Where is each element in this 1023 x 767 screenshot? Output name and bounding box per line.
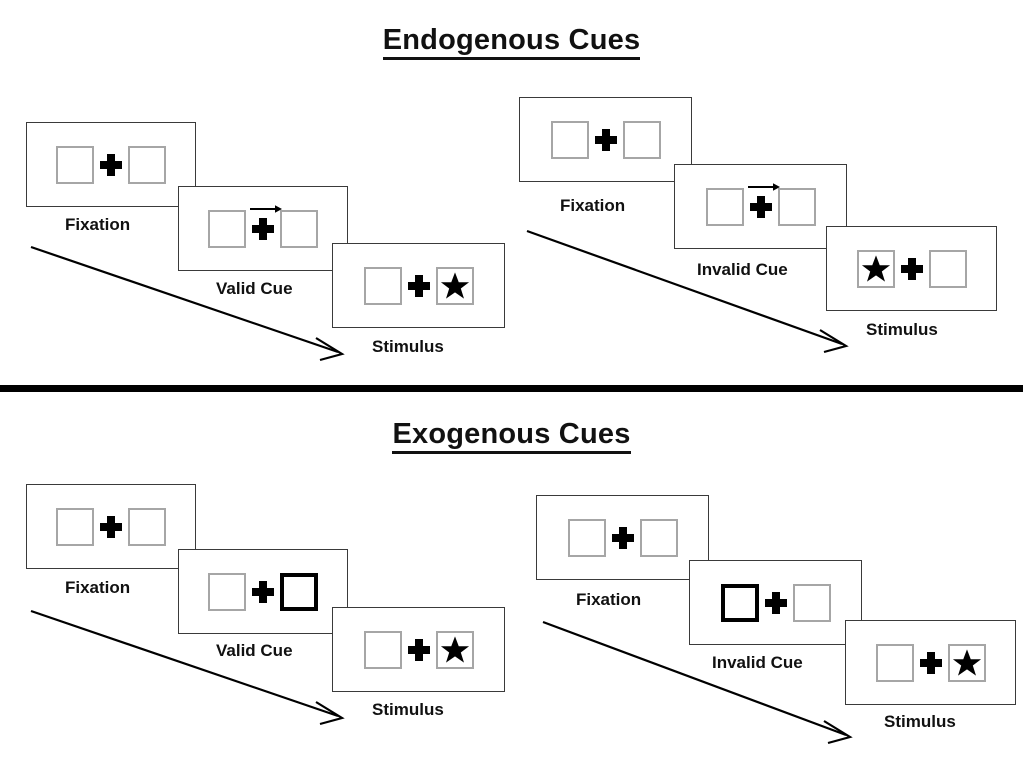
left-box[interactable] bbox=[56, 507, 94, 546]
fixation-cross-icon bbox=[100, 153, 122, 176]
left-box[interactable] bbox=[550, 120, 589, 159]
fixation-cross-wrap bbox=[606, 515, 640, 561]
fixation-cross-wrap bbox=[589, 117, 623, 163]
caption-endogenous-invalid-stimulus: Stimulus bbox=[866, 320, 938, 339]
section-title-endogenous: Endogenous Cues bbox=[0, 24, 1023, 60]
cue-arrow-right-icon bbox=[250, 204, 282, 213]
fixation-cross-icon bbox=[100, 515, 122, 538]
star-icon bbox=[952, 648, 981, 676]
fixation-cross-wrap bbox=[402, 627, 436, 673]
fixation-cross-icon bbox=[252, 217, 274, 240]
right-box[interactable] bbox=[639, 518, 678, 557]
panel-content bbox=[333, 244, 504, 327]
time-flow-arrow-endogenous-valid bbox=[30, 245, 345, 362]
caption-endogenous-valid-cue: Valid Cue bbox=[216, 279, 293, 298]
panel-exogenous-invalid-cue[interactable] bbox=[689, 560, 862, 645]
fixation-cross-icon bbox=[919, 651, 942, 674]
panel-content bbox=[537, 496, 708, 579]
right-box[interactable] bbox=[622, 120, 661, 159]
fixation-cross-icon bbox=[407, 274, 430, 297]
caption-exogenous-invalid-fixation: Fixation bbox=[576, 590, 642, 609]
time-flow-arrow-exogenous-valid bbox=[30, 609, 345, 726]
panel-content bbox=[690, 561, 861, 644]
left-box-cued[interactable] bbox=[720, 583, 759, 622]
panel-exogenous-invalid-stimulus[interactable] bbox=[845, 620, 1016, 705]
caption-endogenous-invalid-fixation: Fixation bbox=[560, 196, 626, 215]
fixation-cross-icon bbox=[594, 128, 617, 151]
fixation-cross-icon bbox=[611, 526, 634, 549]
left-box[interactable] bbox=[56, 145, 94, 184]
right-box[interactable] bbox=[435, 266, 474, 305]
fixation-cross-icon bbox=[407, 638, 430, 661]
fixation-cross-wrap bbox=[744, 182, 780, 230]
left-box[interactable] bbox=[208, 572, 246, 611]
panel-exogenous-valid-stimulus[interactable] bbox=[332, 607, 505, 692]
panel-content bbox=[179, 187, 347, 270]
fixation-cross-icon bbox=[764, 591, 787, 614]
cue-arrow-right-icon bbox=[747, 182, 780, 191]
star-icon bbox=[861, 254, 890, 282]
panel-content bbox=[333, 608, 504, 691]
section-title-exogenous-text: Exogenous Cues bbox=[392, 418, 631, 454]
fixation-cross-wrap bbox=[914, 640, 948, 686]
right-box[interactable] bbox=[128, 145, 166, 184]
caption-exogenous-invalid-stimulus: Stimulus bbox=[884, 712, 956, 731]
left-box[interactable] bbox=[856, 249, 895, 288]
left-box[interactable] bbox=[567, 518, 606, 557]
right-box[interactable] bbox=[128, 507, 166, 546]
left-box[interactable] bbox=[363, 266, 402, 305]
caption-endogenous-invalid-cue: Invalid Cue bbox=[697, 260, 788, 279]
fixation-cross-wrap bbox=[246, 204, 282, 252]
panel-exogenous-valid-cue[interactable] bbox=[178, 549, 348, 634]
panel-content bbox=[27, 123, 195, 206]
right-box[interactable] bbox=[280, 209, 318, 248]
left-box[interactable] bbox=[208, 209, 246, 248]
fixation-cross-wrap bbox=[246, 569, 280, 615]
fixation-cross-icon bbox=[749, 195, 772, 218]
fixation-cross-wrap bbox=[895, 246, 929, 292]
panel-content bbox=[827, 227, 996, 310]
panel-content bbox=[520, 98, 691, 181]
panel-endogenous-invalid-cue[interactable] bbox=[674, 164, 847, 249]
left-box[interactable] bbox=[705, 187, 744, 226]
fixation-cross-wrap bbox=[94, 142, 128, 188]
fixation-cross-wrap bbox=[94, 504, 128, 550]
right-box[interactable] bbox=[777, 187, 816, 226]
right-box[interactable] bbox=[947, 643, 986, 682]
caption-exogenous-invalid-cue: Invalid Cue bbox=[712, 653, 803, 672]
caption-exogenous-valid-fixation: Fixation bbox=[65, 578, 131, 597]
panel-endogenous-valid-cue[interactable] bbox=[178, 186, 348, 271]
panel-endogenous-valid-fixation[interactable] bbox=[26, 122, 196, 207]
caption-exogenous-valid-stimulus: Stimulus bbox=[372, 700, 444, 719]
right-box[interactable] bbox=[928, 249, 967, 288]
right-box-cued[interactable] bbox=[280, 572, 318, 611]
panel-endogenous-invalid-stimulus[interactable] bbox=[826, 226, 997, 311]
star-icon bbox=[440, 635, 469, 663]
time-flow-arrow-exogenous-invalid bbox=[542, 620, 853, 745]
caption-exogenous-valid-cue: Valid Cue bbox=[216, 641, 293, 660]
time-flow-arrow-endogenous-invalid bbox=[526, 229, 849, 354]
star-icon bbox=[440, 271, 469, 299]
caption-endogenous-valid-fixation: Fixation bbox=[65, 215, 131, 234]
section-title-endogenous-text: Endogenous Cues bbox=[382, 24, 641, 60]
fixation-cross-icon bbox=[252, 580, 274, 603]
right-box[interactable] bbox=[435, 630, 474, 669]
panel-content bbox=[846, 621, 1015, 704]
panel-exogenous-invalid-fixation[interactable] bbox=[536, 495, 709, 580]
panel-endogenous-invalid-fixation[interactable] bbox=[519, 97, 692, 182]
left-box[interactable] bbox=[875, 643, 914, 682]
panel-content bbox=[179, 550, 347, 633]
panel-content bbox=[27, 485, 195, 568]
section-title-exogenous: Exogenous Cues bbox=[0, 418, 1023, 454]
section-divider bbox=[0, 385, 1023, 392]
fixation-cross-wrap bbox=[402, 263, 436, 309]
panel-content bbox=[675, 165, 846, 248]
right-box[interactable] bbox=[792, 583, 831, 622]
fixation-cross-wrap bbox=[759, 580, 793, 626]
panel-exogenous-valid-fixation[interactable] bbox=[26, 484, 196, 569]
panel-endogenous-valid-stimulus[interactable] bbox=[332, 243, 505, 328]
fixation-cross-icon bbox=[900, 257, 923, 280]
left-box[interactable] bbox=[363, 630, 402, 669]
caption-endogenous-valid-stimulus: Stimulus bbox=[372, 337, 444, 356]
